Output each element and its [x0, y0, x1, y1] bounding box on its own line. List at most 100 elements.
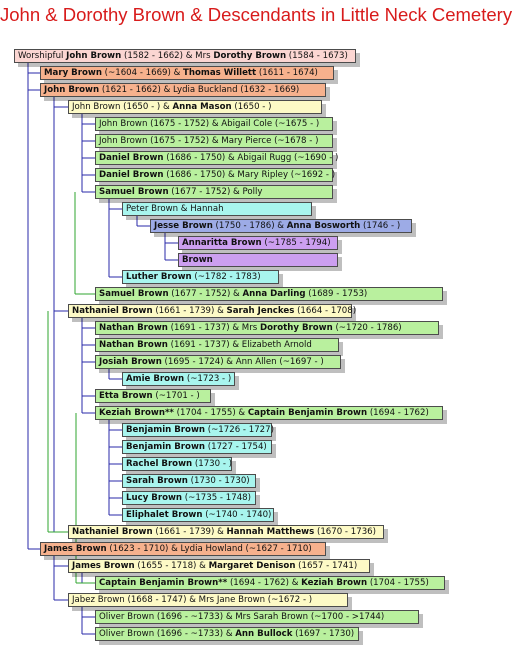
node-text: Anna Mason — [172, 102, 232, 112]
node-text: (1623 - 1710) & Lydia Howland (~1627 - 1… — [106, 544, 312, 554]
node-text: James Brown — [44, 544, 107, 554]
family-tree: Worshipful John Brown (1582 - 1662) & Mr… — [14, 49, 445, 641]
node-text: (1694 - 1762) & — [227, 578, 302, 588]
person-node: Nathan Brown (1691 - 1737) & Elizabeth A… — [95, 338, 339, 352]
person-node: Keziah Brown** (1704 - 1755) & Captain B… — [95, 406, 443, 420]
person-node: Nathan Brown (1691 - 1737) & Mrs Dorothy… — [95, 321, 439, 335]
node-text: Captain Benjamin Brown — [247, 408, 368, 418]
node-text: (~1782 - 1783) — [191, 272, 261, 282]
person-node: Amie Brown (~1723 - ) — [122, 372, 235, 386]
person-node: Brown — [178, 253, 338, 267]
node-text: (1664 - 1708) — [294, 306, 357, 316]
node-text: Ann Bullock — [235, 629, 293, 639]
person-node: Rachel Brown (1730 - ) — [122, 457, 232, 471]
node-text: Rachel Brown — [126, 459, 193, 469]
node-text: (1694 - 1762) — [367, 408, 429, 418]
node-text: John Brown (1650 - ) & — [72, 102, 173, 112]
node-text: Daniel Brown — [99, 170, 164, 180]
node-text: John Brown (1675 - 1752) & Abigail Cole … — [99, 119, 320, 129]
node-text: Peter Brown & Hannah — [126, 204, 224, 214]
person-node: John Brown (1675 - 1752) & Abigail Cole … — [95, 117, 333, 131]
node-text: (1661 - 1739) & — [152, 306, 227, 316]
person-node: John Brown (1650 - ) & Anna Mason (1650 … — [68, 100, 322, 114]
node-text: (1686 - 1750) & Abigail Rugg (~1690 - ) — [163, 153, 339, 163]
node-text: Daniel Brown — [99, 153, 164, 163]
node-text: Brown — [182, 255, 213, 265]
node-text: James Brown — [72, 561, 135, 571]
node-text: (1657 - 1741) — [295, 561, 358, 571]
node-text: (1611 - 1674) — [256, 68, 318, 78]
node-text: (1704 - 1755) — [367, 578, 429, 588]
person-node: Josiah Brown (1695 - 1724) & Ann Allen (… — [95, 355, 341, 369]
node-text: Sarah Jenckes — [226, 306, 295, 316]
node-text: (1697 - 1730) — [292, 629, 355, 639]
page-title: John & Dorothy Brown & Descendants in Li… — [0, 4, 512, 25]
node-text: Samuel Brown — [99, 289, 169, 299]
person-node: James Brown (1623 - 1710) & Lydia Howlan… — [40, 542, 326, 556]
node-text: Samuel Brown — [99, 187, 169, 197]
node-text: Keziah Brown — [301, 578, 368, 588]
node-text: Oliver Brown (1696 - ~1733) & Mrs Sarah … — [99, 612, 385, 622]
node-text: Keziah Brown** — [99, 408, 174, 418]
person-node: Daniel Brown (1686 - 1750) & Abigail Rug… — [95, 151, 338, 165]
node-text: Etta Brown — [99, 391, 153, 401]
node-text: Dorothy Brown — [213, 51, 287, 61]
person-node: Etta Brown (~1701 - ) — [95, 389, 211, 403]
node-text: Josiah Brown — [99, 357, 162, 367]
node-text: Oliver Brown (1696 - ~1733) & — [99, 629, 236, 639]
person-node: Mary Brown (~1604 - 1669) & Thomas Wille… — [40, 66, 334, 80]
person-node: Samuel Brown (1677 - 1752) & Anna Darlin… — [95, 287, 443, 301]
node-text: Amie Brown — [126, 374, 185, 384]
node-text: (1695 - 1724) & Ann Allen (~1697 - ) — [161, 357, 324, 367]
node-text: (1689 - 1753) — [305, 289, 368, 299]
person-node: Benjamin Brown (1727 - 1754) — [122, 440, 272, 454]
node-text: Jesse Brown — [154, 221, 213, 231]
person-node: Peter Brown & Hannah — [122, 202, 312, 216]
node-text: (~1604 - 1669) & — [101, 68, 184, 78]
node-text: (1691 - 1737) & Elizabeth Arnold — [167, 340, 312, 350]
node-text: (1677 - 1752) & Polly — [168, 187, 263, 197]
person-node: James Brown (1655 - 1718) & Margaret Den… — [68, 559, 370, 573]
node-text: (1670 - 1736) — [314, 527, 376, 537]
node-text: (1582 - 1662) & Mrs — [121, 51, 214, 61]
node-text: (~1701 - ) — [152, 391, 200, 401]
node-text: (~1720 - 1786) — [332, 323, 402, 333]
person-node: Luther Brown (~1782 - 1783) — [122, 270, 279, 284]
node-text: Hannah Matthews — [226, 527, 315, 537]
node-text: Nathaniel Brown — [72, 527, 153, 537]
person-node: Oliver Brown (1696 - ~1733) & Mrs Sarah … — [95, 610, 419, 624]
node-text: (~1726 - 1727) — [205, 425, 274, 435]
node-text: John Brown — [44, 85, 100, 95]
person-node: Nathaniel Brown (1661 - 1739) & Hannah M… — [68, 525, 384, 539]
node-text: (1677 - 1752) & — [168, 289, 243, 299]
node-text: Annaritta Brown — [182, 238, 262, 248]
person-node: Annaritta Brown (~1785 - 1794) — [178, 236, 338, 250]
node-text: (1730 - 1730) — [187, 476, 250, 486]
person-node: Eliphalet Brown (~1740 - 1740) — [122, 508, 274, 522]
node-text: (1621 - 1662) & Lydia Buckland (1632 - 1… — [99, 85, 300, 95]
person-node: Worshipful John Brown (1582 - 1662) & Mr… — [14, 49, 356, 63]
node-text: Captain Benjamin Brown** — [99, 578, 228, 588]
node-text: Jabez Brown (1668 - 1747) & Mrs Jane Bro… — [72, 595, 313, 605]
person-node: Nathaniel Brown (1661 - 1739) & Sarah Je… — [68, 304, 356, 318]
node-text: (1584 - 1673) — [286, 51, 348, 61]
person-node: John Brown (1675 - 1752) & Mary Pierce (… — [95, 134, 333, 148]
node-text: John Brown — [66, 51, 122, 61]
person-node: Sarah Brown (1730 - 1730) — [122, 474, 256, 488]
node-text: Mary Brown — [44, 68, 102, 78]
person-node: John Brown (1621 - 1662) & Lydia Bucklan… — [40, 83, 326, 97]
person-node: Jesse Brown (1750 - 1786) & Anna Boswort… — [150, 219, 412, 233]
node-text: Luther Brown — [126, 272, 192, 282]
node-text: (1691 - 1737) & Mrs — [167, 323, 260, 333]
node-text: Thomas Willett — [183, 68, 257, 78]
node-text: (~1740 - 1740) — [202, 510, 272, 520]
node-text: Dorothy Brown — [259, 323, 333, 333]
node-text: (1750 - 1786) & — [212, 221, 287, 231]
node-text: (1746 - ) — [360, 221, 401, 231]
node-text: Anna Darling — [242, 289, 306, 299]
node-text: (~1723 - ) — [184, 374, 232, 384]
person-node: Daniel Brown (1686 - 1750) & Mary Ripley… — [95, 168, 335, 182]
node-text: (1704 - 1755) & — [173, 408, 248, 418]
node-text: (1727 - 1754) — [205, 442, 267, 452]
node-text: John Brown (1675 - 1752) & Mary Pierce (… — [99, 136, 319, 146]
